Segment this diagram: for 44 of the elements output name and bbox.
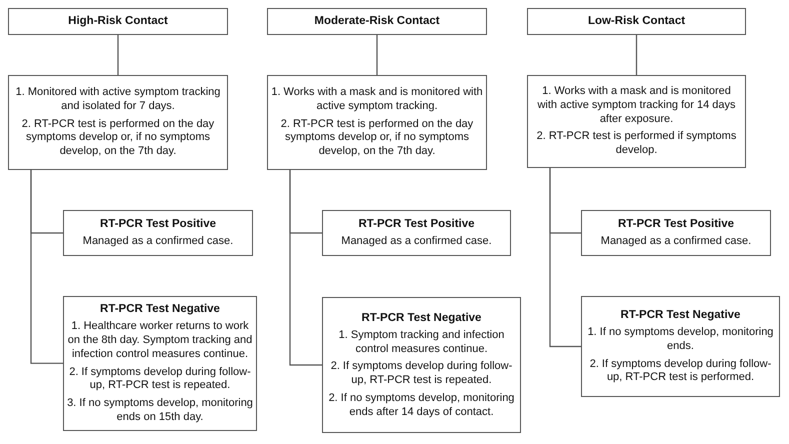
category-box <box>267 8 487 35</box>
result-title: RT-PCR Test Positive <box>618 216 734 232</box>
category-title: High-Risk Contact <box>68 14 168 29</box>
box-text: Managed as a confirmed case. <box>600 235 752 250</box>
result-box <box>63 210 253 256</box>
connector-line <box>30 170 63 364</box>
connector-line <box>117 35 119 75</box>
box-text: 2. If symptoms develop during follow-up, RT-PCR test is performed. <box>588 358 772 386</box>
box-text: 1. Symptom tracking and infection control measures continue. <box>338 328 506 356</box>
category-box <box>8 8 228 35</box>
result-box <box>322 297 521 433</box>
box-text: 1. Works with a mask and is monitored with active symptom tracking for 14 days after exposure. <box>536 85 737 126</box>
instruction-box <box>527 75 746 168</box>
box-text: 1. If no symptoms develop, monitoring ends. <box>586 326 774 354</box>
box-text: 1. Monitored with active symptom tracking and isolated for 7 days. <box>14 86 222 114</box>
result-box <box>322 210 511 256</box>
box-text: 2. RT-PCR test is performed on the day symptoms develop or, if no symptoms develop, on the 7th day. <box>20 118 216 159</box>
box-text: 2. RT-PCR test is performed on the day symptoms develop or, if no symptoms develop, on the 7th day. <box>280 118 474 159</box>
box-text: 2. If no symptoms develop, monitoring ends after 14 days of contact. <box>328 392 516 420</box>
box-text: 3. If no symptoms develop, monitoring ends on 15th day. <box>67 397 253 425</box>
connector-line <box>376 35 378 75</box>
result-title: RT-PCR Test Negative <box>620 308 740 322</box>
box-text: 2. If symptoms develop during follow-up, RT-PCR test is repeated. <box>330 360 514 388</box>
instruction-box <box>8 75 228 170</box>
result-box <box>581 210 771 256</box>
category-title: Moderate-Risk Contact <box>314 14 440 29</box>
connector-line <box>549 168 581 348</box>
connector-line <box>636 35 638 75</box>
result-title: RT-PCR Test Negative <box>362 310 482 325</box>
connector-line <box>289 170 322 366</box>
result-box <box>581 296 780 397</box>
result-title: RT-PCR Test Positive <box>100 216 216 232</box>
category-title: Low-Risk Contact <box>588 14 686 29</box>
result-title: RT-PCR Test Negative <box>100 302 220 316</box>
box-text: 1. Works with a mask and is monitored with active symptom tracking. <box>271 86 483 114</box>
result-box <box>63 296 257 431</box>
instruction-box <box>267 75 487 170</box>
result-title: RT-PCR Test Positive <box>358 216 475 232</box>
box-text: Managed as a confirmed case. <box>82 235 234 250</box>
box-text: 1. Healthcare worker returns to work on the 8th day. Symptom tracking and infection control measures continue. <box>67 320 253 362</box>
box-text: 2. RT-PCR test is performed if symptoms develop. <box>536 130 738 158</box>
box-text: Managed as a confirmed case. <box>341 235 492 250</box>
box-text: 2. If symptoms develop during follow-up, RT-PCR test is repeated. <box>68 366 252 394</box>
category-box <box>527 8 746 35</box>
